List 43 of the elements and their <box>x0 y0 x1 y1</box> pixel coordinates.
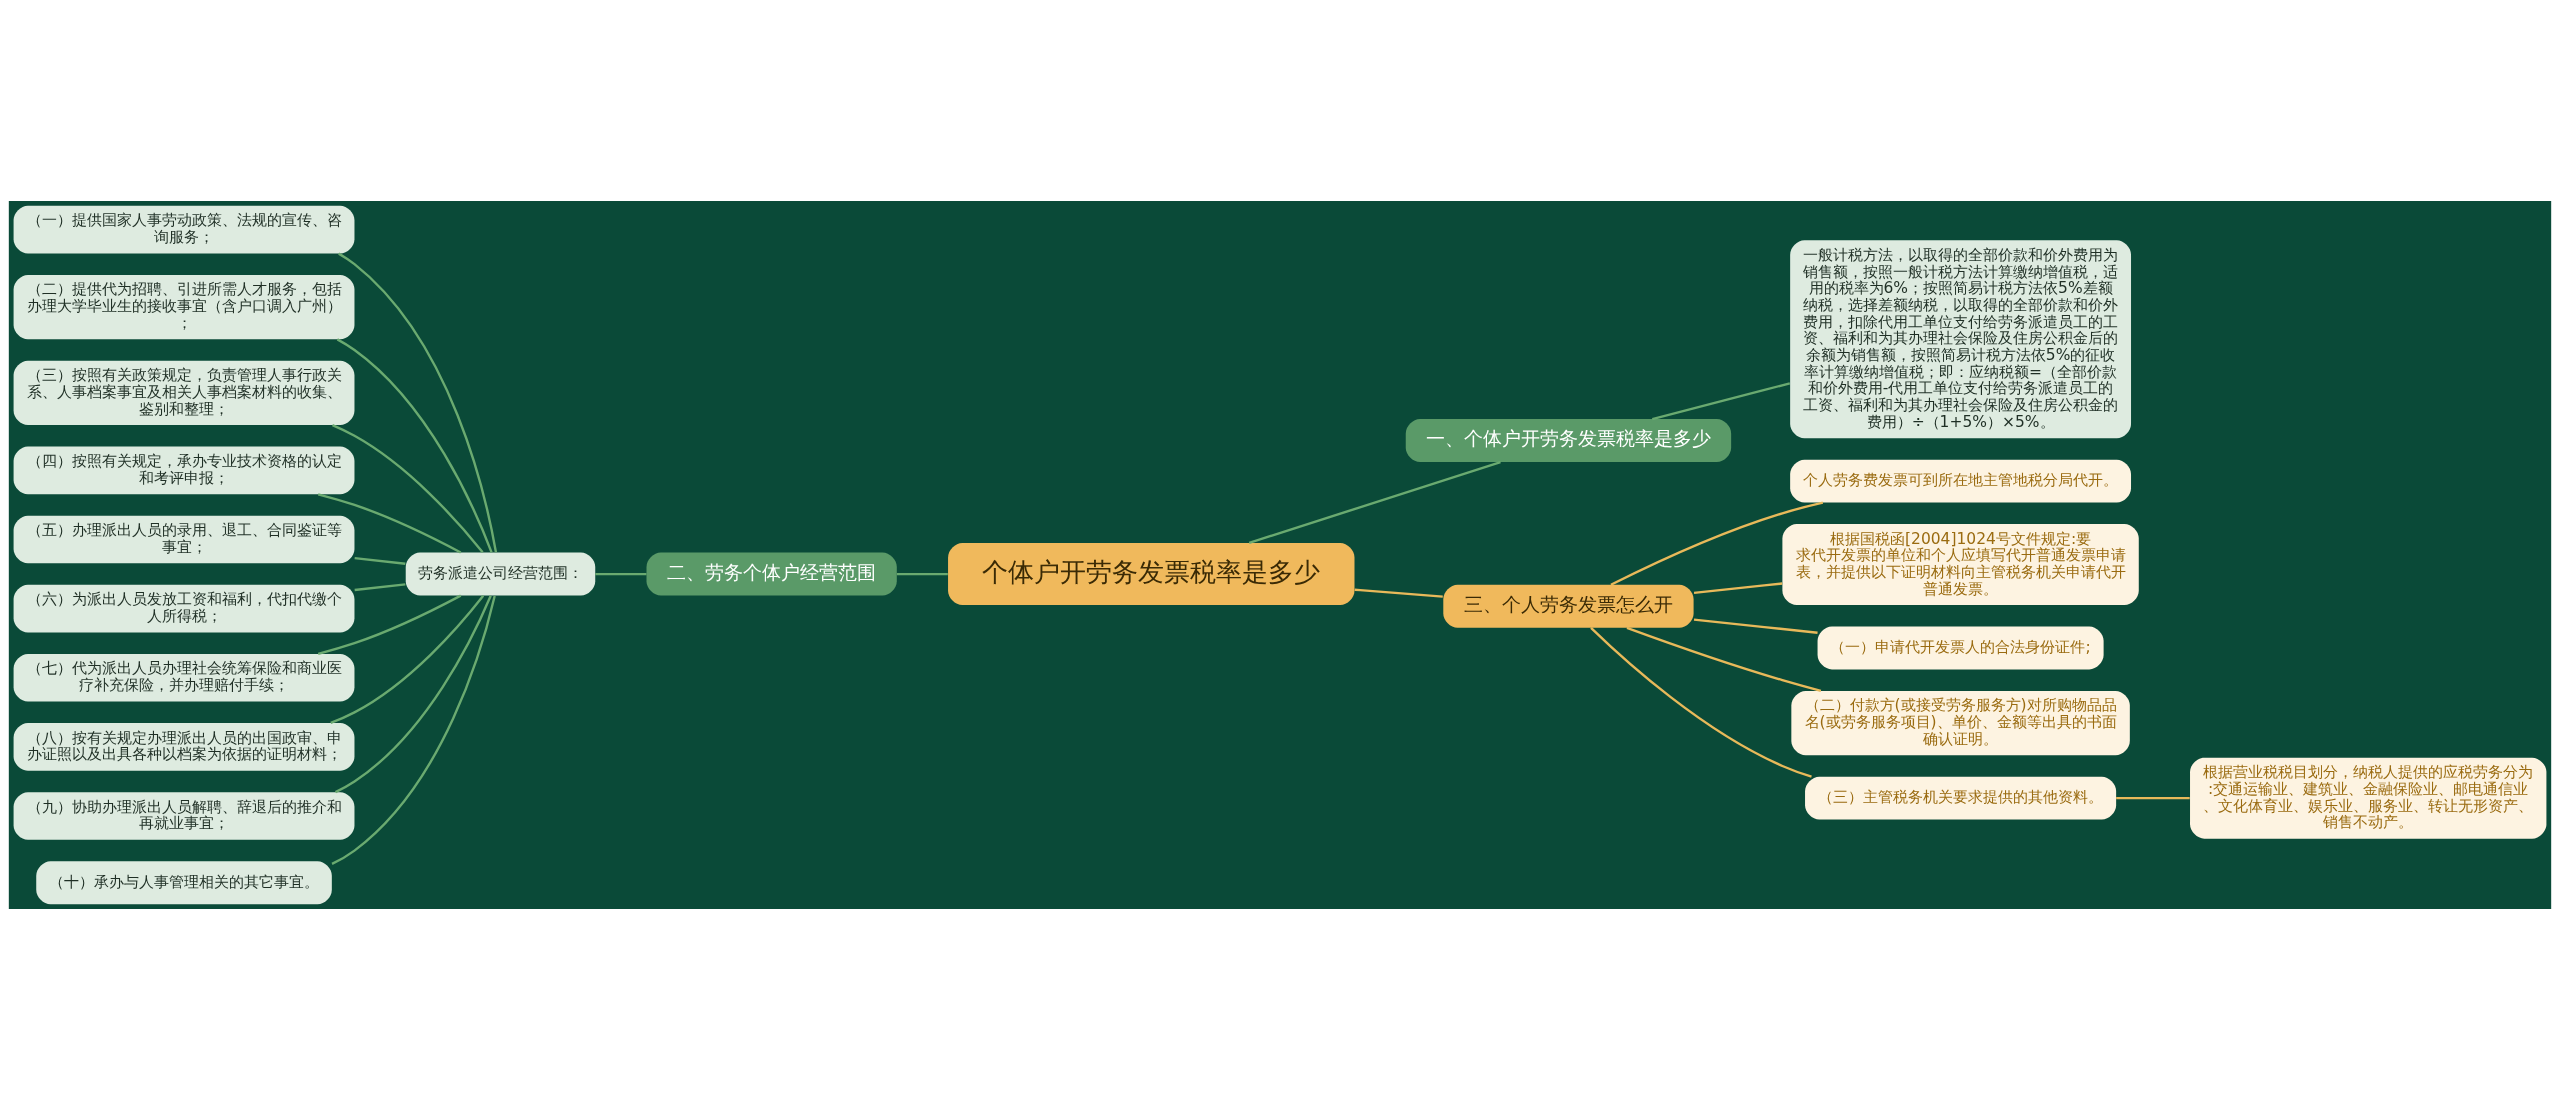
connector <box>1590 626 1812 778</box>
node-box: （二）提供代为招聘、引进所需人才服务，包括办理大学毕业生的接收事宜（含户口调入广州）； <box>13 274 355 339</box>
node-box: （三）主管税务机关要求提供的其他资料。 <box>1805 776 2117 820</box>
node-box: 个人劳务费发票可到所在地主管地税分局代开。 <box>1790 459 2132 503</box>
node-box: （五）办理派出人员的录用、退工、合同鉴证等事宜； <box>13 515 355 563</box>
connector <box>317 492 462 554</box>
connector <box>332 423 484 553</box>
node-box: 三、个人劳务发票怎么开 <box>1443 584 1694 628</box>
node-box: （四）按照有关规定，承办专业技术资格的认定和考评申报； <box>13 446 355 494</box>
node-box: （一）提供国家人事劳动政策、法规的宣传、咨询服务； <box>13 205 355 253</box>
connector <box>595 572 647 575</box>
connector <box>1693 581 1783 594</box>
node-box: （二）付款方(或接受劳务服务方)对所购物品品名(或劳务服务项目)、单价、金额等出具的书面确认证明。 <box>1791 690 2130 755</box>
connector <box>338 252 498 553</box>
node-box: （九）协助办理派出人员解聘、辞退后的推介和再就业事宜； <box>13 791 355 840</box>
connector <box>1610 500 1824 586</box>
node-box: （一）申请代开发票人的合法身份证件; <box>1817 626 2104 669</box>
node-box: （八）按有关规定办理派出人员的出国政审、申办证照以及出具各种以档案为依据的证明材料； <box>13 722 355 771</box>
node-box: （三）按照有关政策规定，负责管理人事行政关系、人事档案事宜及相关人事档案材料的收集、鉴别和整理； <box>13 360 355 425</box>
connector <box>317 594 462 655</box>
connector <box>2116 796 2190 799</box>
node-box: （六）为派出人员发放工资和福利，代扣代缴个人所得税； <box>13 584 355 632</box>
connector <box>1354 588 1443 598</box>
connector <box>334 594 492 793</box>
node-box: 根据营业税税目划分，纳税人提供的应税劳务分为:交通运输业、建筑业、金融保险业、邮电通信业、文化体育业、娱乐业、服务业、转让无形资产、销售不动产。 <box>2190 757 2547 839</box>
connector <box>1248 460 1501 544</box>
connector <box>336 337 493 553</box>
connector <box>354 582 406 591</box>
connector <box>1693 617 1818 634</box>
node-box: 一般计税方法，以取得的全部价款和价外费用为销售额，按照一般计税方法计算缴纳增值税，适用的税率为6%；按照简易计税方法依5%差额纳税，选择差额纳税，以取得的全部价款和价外费用，扣除代用工单位支付给劳务派遣员工的工资、福利和为其办理社会保险及住房公积金后的余额为销售额，按照简易计税方法依5%的征收率计算缴纳增值税；即：应纳税额=（全部价款和价外费用-代用工单位支付给劳务派遣员工的工资、福利和为其办理社会保险及住房公积金的费用）÷（1+5%）×5%。 <box>1790 239 2132 438</box>
connector <box>331 595 496 865</box>
node-box: （十）承办与人事管理相关的其它事宜。 <box>36 860 332 904</box>
node-box: 个体户开劳务发票税率是多少 <box>948 542 1355 605</box>
node-box: 劳务派遣公司经营范围： <box>405 552 596 596</box>
connector <box>896 572 948 575</box>
connector <box>1626 626 1822 692</box>
node-box: 二、劳务个体户经营范围 <box>646 552 897 596</box>
connector <box>354 556 406 565</box>
node-box: （七）代为派出人员办理社会统筹保险和商业医疗补充保险，并办理赔付手续； <box>13 653 355 702</box>
node-box: 根据国税函[2004]1024号文件规定:要求代开发票的单位和个人应填写代开普通发票申请表，并提供以下证明材料向主管税务机关申请代开普通发票。 <box>1782 523 2139 605</box>
connector <box>330 594 485 724</box>
node-box: 一、个体户开劳务发票税率是多少 <box>1405 418 1732 462</box>
connector <box>1652 381 1791 420</box>
